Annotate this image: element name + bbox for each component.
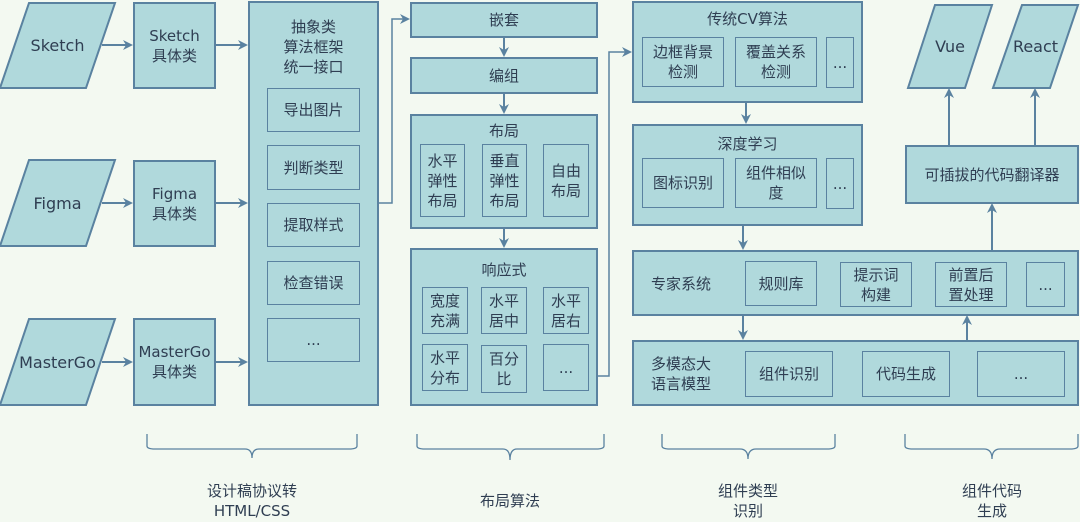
output-vue: Vue bbox=[908, 5, 992, 88]
caption-protocol-conversion: 设计稿协议转 HTML/CSS bbox=[206, 482, 297, 520]
output-react-label: React bbox=[1012, 37, 1059, 56]
abstract-item-export-image: 导出图片 bbox=[267, 88, 360, 132]
caption-component-recognition: 组件类型 识别 bbox=[717, 482, 778, 520]
llm-item: 组件识别 bbox=[745, 351, 833, 397]
input-figma: Figma bbox=[0, 160, 115, 246]
dl-item: 组件相似 度 bbox=[735, 158, 817, 208]
input-figma-label: Figma bbox=[33, 193, 82, 213]
input-mastergo: MasterGo bbox=[0, 319, 115, 405]
brace-protocol bbox=[146, 434, 358, 459]
abstract-item-label: 检查错误 bbox=[283, 274, 344, 292]
nesting-label: 嵌套 bbox=[488, 11, 519, 29]
layout-item-label: 水平 弹性 布局 bbox=[427, 151, 458, 210]
layout-item: 自由 布局 bbox=[543, 144, 589, 217]
layout-block-title: 布局 bbox=[488, 122, 519, 140]
sketch-class-label: Sketch 具体类 bbox=[149, 26, 200, 65]
dl-item-label: ... bbox=[832, 174, 848, 193]
responsive-item-more: ... bbox=[543, 344, 589, 391]
code-translator-box: 可插拔的代码翻译器 bbox=[905, 145, 1079, 204]
brace-recognition bbox=[661, 434, 836, 460]
llm-item-more: ... bbox=[977, 351, 1065, 397]
mastergo-class-box: MasterGo 具体类 bbox=[133, 318, 216, 406]
expert-item: 提示词 构建 bbox=[840, 262, 912, 307]
layout-item: 水平 弹性 布局 bbox=[420, 144, 465, 217]
dl-item: 图标识别 bbox=[642, 158, 724, 208]
responsive-item-label: 水平 居右 bbox=[550, 291, 581, 330]
abstract-item-label: ... bbox=[306, 331, 321, 349]
responsive-item: 宽度 充满 bbox=[422, 287, 468, 334]
abstract-item-judge-type: 判断类型 bbox=[267, 145, 360, 190]
cv-item: 覆盖关系 检测 bbox=[735, 37, 817, 87]
cv-item-label: 边框背景 检测 bbox=[652, 43, 713, 81]
llm-block-title: 多模态大 语言模型 bbox=[651, 355, 712, 393]
responsive-item: 百分 比 bbox=[481, 345, 527, 393]
brace-codegen bbox=[904, 434, 1079, 460]
expert-item-label: 提示词 构建 bbox=[853, 265, 899, 304]
expert-item-label: ... bbox=[1038, 275, 1053, 294]
caption-layout-algorithm: 布局算法 bbox=[479, 492, 540, 510]
expert-block-title: 专家系统 bbox=[651, 275, 712, 293]
input-mastergo-label: MasterGo bbox=[19, 352, 96, 372]
responsive-item: 水平 居右 bbox=[543, 287, 589, 334]
abstract-item-extract-style: 提取样式 bbox=[267, 203, 360, 247]
abstract-class-title: 抽象类 算法框架 统一接口 bbox=[283, 18, 344, 76]
nesting-box: 嵌套 bbox=[410, 2, 598, 38]
abstract-item-label: 判断类型 bbox=[283, 158, 344, 177]
abstract-item-more: ... bbox=[267, 318, 360, 362]
expert-item-label: 前置后 置处理 bbox=[948, 265, 994, 304]
responsive-item-label: 宽度 充满 bbox=[429, 291, 460, 330]
grouping-label: 编组 bbox=[488, 66, 519, 85]
responsive-item: 水平 分布 bbox=[422, 344, 468, 391]
responsive-item-label: 百分 比 bbox=[488, 350, 519, 388]
code-translator-label: 可插拔的代码翻译器 bbox=[924, 165, 1060, 184]
expert-item: 前置后 置处理 bbox=[935, 262, 1007, 307]
abstract-item-check-errors: 检查错误 bbox=[267, 261, 360, 305]
llm-item: 代码生成 bbox=[862, 351, 950, 397]
arrow-layout-to-recognition bbox=[597, 47, 632, 377]
grouping-box: 编组 bbox=[410, 57, 598, 94]
mastergo-class-label: MasterGo 具体类 bbox=[138, 343, 211, 381]
expert-item-more: ... bbox=[1026, 262, 1065, 307]
layout-item-label: 自由 布局 bbox=[550, 161, 581, 200]
input-sketch: Sketch bbox=[0, 3, 115, 88]
layout-item: 垂直 弹性 布局 bbox=[482, 144, 527, 217]
llm-item-label: 代码生成 bbox=[875, 365, 936, 383]
abstract-item-label: 提取样式 bbox=[283, 216, 344, 234]
responsive-item-label: ... bbox=[558, 358, 574, 377]
expert-item-label: 规则库 bbox=[758, 274, 804, 293]
cv-item-label: ... bbox=[832, 53, 848, 72]
cv-item-more: ... bbox=[826, 37, 854, 88]
figma-class-label: Figma 具体类 bbox=[151, 184, 198, 223]
responsive-item: 水平 居中 bbox=[481, 287, 527, 334]
responsive-block-title: 响应式 bbox=[481, 261, 527, 279]
output-react: React bbox=[993, 5, 1078, 88]
input-sketch-label: Sketch bbox=[30, 36, 85, 55]
dl-item-label: 组件相似 度 bbox=[745, 164, 806, 202]
cv-item-label: 覆盖关系 检测 bbox=[745, 43, 806, 81]
brace-layout bbox=[416, 434, 605, 461]
cv-item: 边框背景 检测 bbox=[642, 37, 724, 87]
dl-item-label: 图标识别 bbox=[652, 174, 713, 192]
llm-item-label: 组件识别 bbox=[758, 365, 819, 383]
sketch-class-box: Sketch 具体类 bbox=[133, 2, 216, 89]
cv-block-title: 传统CV算法 bbox=[707, 10, 788, 28]
expert-item: 规则库 bbox=[745, 261, 817, 306]
abstract-item-label: 导出图片 bbox=[283, 101, 344, 119]
caption-code-generation: 组件代码 生成 bbox=[961, 482, 1022, 520]
figma-class-box: Figma 具体类 bbox=[133, 160, 216, 247]
responsive-item-label: 水平 分布 bbox=[429, 348, 460, 387]
output-vue-label: Vue bbox=[935, 37, 965, 56]
llm-item-label: ... bbox=[1013, 365, 1029, 383]
dl-block-title: 深度学习 bbox=[717, 135, 778, 153]
responsive-item-label: 水平 居中 bbox=[488, 291, 519, 330]
dl-item-more: ... bbox=[826, 158, 854, 209]
arrow-abstract-to-layout bbox=[378, 14, 410, 204]
layout-item-label: 垂直 弹性 布局 bbox=[489, 151, 520, 210]
